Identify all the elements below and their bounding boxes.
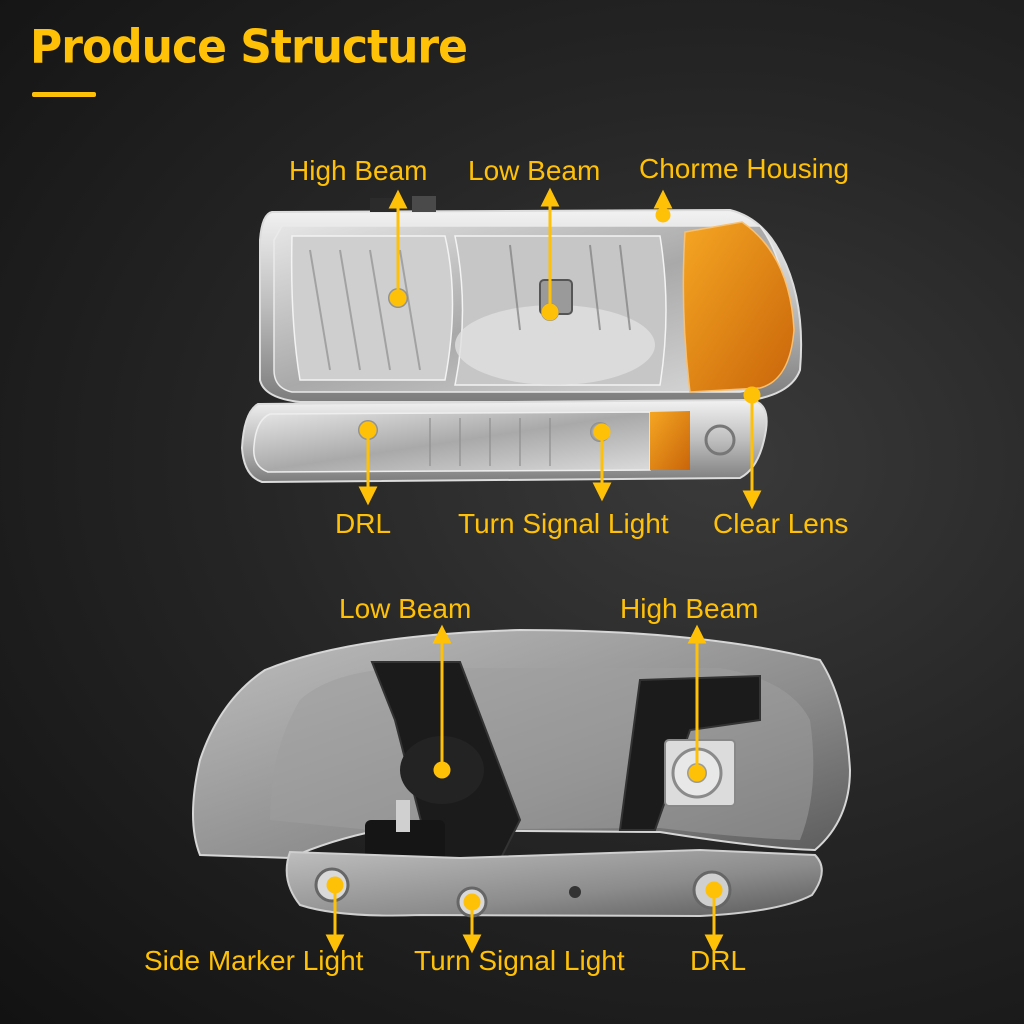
front-view-callouts bbox=[358, 187, 762, 510]
rear-view-callouts bbox=[325, 624, 724, 954]
front-view-headlight bbox=[259, 196, 803, 403]
label-low-beam-front: Low Beam bbox=[468, 155, 601, 186]
rear-view-headlight bbox=[192, 628, 852, 918]
label-high-beam-rear: High Beam bbox=[620, 593, 759, 624]
label-turn-signal-rear: Turn Signal Light bbox=[414, 945, 625, 976]
label-drl-rear: DRL bbox=[690, 945, 747, 976]
label-chrome-housing: Chorme Housing bbox=[639, 153, 850, 184]
label-side-marker: Side Marker Light bbox=[144, 945, 364, 976]
front-view-bumper-light bbox=[240, 398, 768, 484]
title-underline bbox=[32, 92, 96, 97]
label-low-beam-rear: Low Beam bbox=[339, 593, 472, 624]
label-high-beam-front: High Beam bbox=[289, 155, 428, 186]
page-title: Produce Structure bbox=[30, 20, 468, 75]
label-turn-signal-front: Turn Signal Light bbox=[458, 508, 669, 539]
label-drl-front: DRL bbox=[335, 508, 392, 539]
label-clear-lens: Clear Lens bbox=[713, 508, 849, 539]
